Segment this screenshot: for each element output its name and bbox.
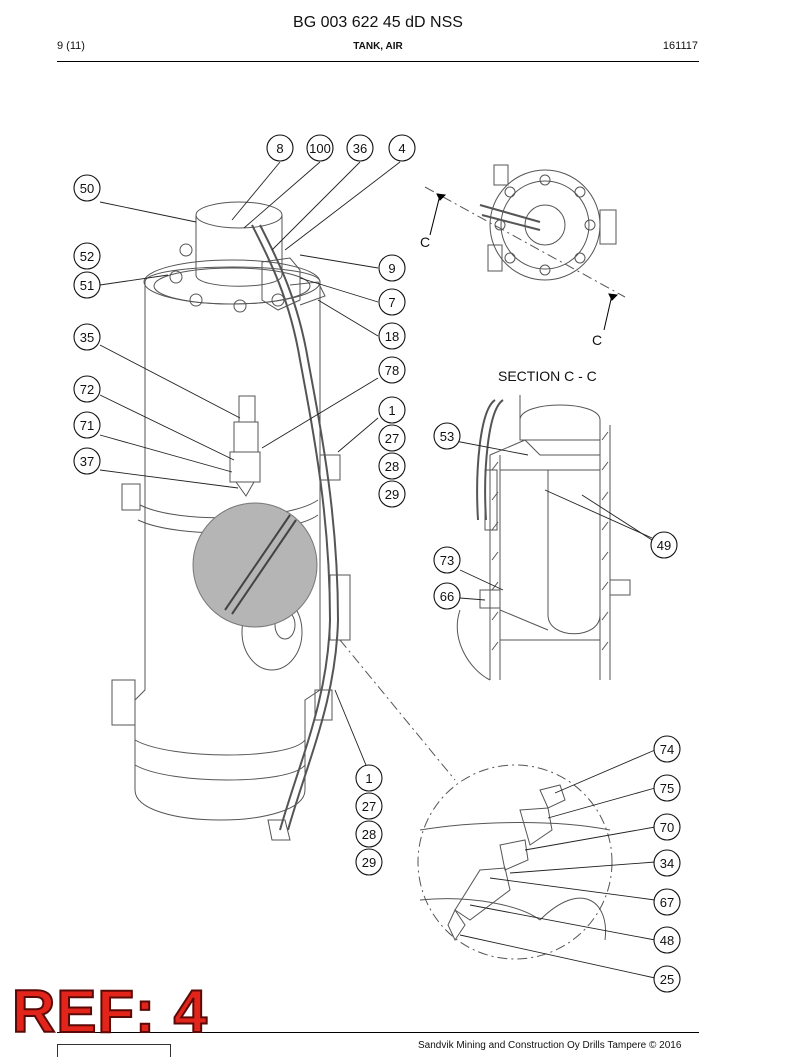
- callout-36: 36: [346, 134, 374, 162]
- callout-52: 52: [73, 242, 101, 270]
- callout-28-lower: 28: [355, 820, 383, 848]
- section-label: SECTION C - C: [498, 368, 597, 384]
- callout-100: 100: [306, 134, 334, 162]
- svg-text:9: 9: [388, 261, 395, 276]
- callout-7: 7: [378, 288, 406, 316]
- svg-text:28: 28: [385, 459, 399, 474]
- section-title: TANK, AIR: [353, 41, 403, 52]
- reference-stamp: REF: 4: [11, 978, 209, 1045]
- svg-text:52: 52: [80, 249, 94, 264]
- svg-text:48: 48: [660, 933, 674, 948]
- callout-balloons: 8 100 36 4 50 52 51 35 72 71 37 9 7 18 7…: [73, 134, 681, 993]
- svg-text:25: 25: [660, 972, 674, 987]
- svg-text:78: 78: [385, 363, 399, 378]
- cut-letter-bottom: C: [592, 332, 602, 348]
- callout-37: 37: [73, 447, 101, 475]
- callout-50: 50: [73, 174, 101, 202]
- svg-text:7: 7: [388, 295, 395, 310]
- svg-text:53: 53: [440, 429, 454, 444]
- callout-70: 70: [653, 813, 681, 841]
- svg-text:1: 1: [388, 403, 395, 418]
- svg-text:1: 1: [365, 771, 372, 786]
- cut-letter-top: C: [420, 234, 430, 250]
- svg-text:18: 18: [385, 329, 399, 344]
- brand-logo-box: [57, 1044, 171, 1057]
- callout-8: 8: [266, 134, 294, 162]
- callout-74: 74: [653, 735, 681, 763]
- svg-text:34: 34: [660, 856, 674, 871]
- svg-text:72: 72: [80, 382, 94, 397]
- callout-51: 51: [73, 271, 101, 299]
- callout-78: 78: [378, 356, 406, 384]
- svg-text:73: 73: [440, 553, 454, 568]
- svg-text:27: 27: [362, 799, 376, 814]
- svg-text:29: 29: [362, 855, 376, 870]
- tank-body: [111, 201, 351, 841]
- svg-text:37: 37: [80, 454, 94, 469]
- svg-text:75: 75: [660, 781, 674, 796]
- leader-lines: [99, 161, 656, 979]
- callout-71: 71: [73, 411, 101, 439]
- callout-27-lower: 27: [355, 792, 383, 820]
- svg-text:36: 36: [353, 141, 367, 156]
- callout-27-upper: 27: [378, 424, 406, 452]
- svg-text:28: 28: [362, 827, 376, 842]
- callout-66: 66: [433, 582, 461, 610]
- callout-4: 4: [388, 134, 416, 162]
- svg-text:66: 66: [440, 589, 454, 604]
- top-view: [424, 164, 626, 331]
- page-number: 9 (11): [57, 40, 85, 52]
- svg-text:4: 4: [398, 141, 405, 156]
- svg-text:35: 35: [80, 330, 94, 345]
- footer-copyright: Sandvik Mining and Construction Oy Drill…: [418, 1040, 682, 1051]
- svg-text:51: 51: [80, 278, 94, 293]
- svg-text:27: 27: [385, 431, 399, 446]
- section-view: [456, 395, 631, 681]
- callout-28-upper: 28: [378, 452, 406, 480]
- svg-text:67: 67: [660, 895, 674, 910]
- svg-text:74: 74: [660, 742, 674, 757]
- svg-text:49: 49: [657, 538, 671, 553]
- callout-18: 18: [378, 322, 406, 350]
- document-title: BG 003 622 45 dD NSS: [293, 14, 463, 31]
- callout-9: 9: [378, 254, 406, 282]
- svg-text:50: 50: [80, 181, 94, 196]
- svg-text:71: 71: [80, 418, 94, 433]
- callout-75: 75: [653, 774, 681, 802]
- callout-1-upper: 1: [378, 396, 406, 424]
- callout-29-lower: 29: [355, 848, 383, 876]
- callout-34: 34: [653, 849, 681, 877]
- svg-text:8: 8: [276, 141, 283, 156]
- callout-73: 73: [433, 546, 461, 574]
- detail-view: [417, 764, 613, 960]
- callout-25: 25: [653, 965, 681, 993]
- svg-text:100: 100: [309, 141, 331, 156]
- callout-67: 67: [653, 888, 681, 916]
- callout-72: 72: [73, 375, 101, 403]
- callout-1-lower: 1: [355, 764, 383, 792]
- callout-48: 48: [653, 926, 681, 954]
- svg-text:70: 70: [660, 820, 674, 835]
- callout-53: 53: [433, 422, 461, 450]
- document-date: 161117: [662, 40, 698, 52]
- callout-35: 35: [73, 323, 101, 351]
- footer-rule: [57, 1032, 699, 1033]
- header-rule: [57, 61, 699, 62]
- callout-29-upper: 29: [378, 480, 406, 508]
- callout-49: 49: [650, 531, 678, 559]
- svg-text:29: 29: [385, 487, 399, 502]
